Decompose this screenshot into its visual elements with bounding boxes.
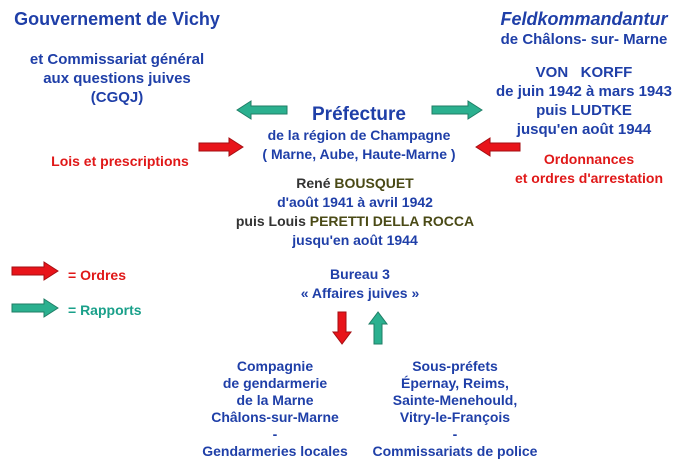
feld-period-1: de juin 1942 à mars 1943 bbox=[496, 83, 672, 100]
sousprefets-line-1: Sous-préfets bbox=[412, 358, 498, 374]
bureau-line-1: Bureau 3 bbox=[330, 266, 390, 282]
bureau-block: Bureau 3 « Affaires juives » bbox=[270, 265, 450, 303]
prefet-1-period: d'août 1941 à avril 1942 bbox=[277, 194, 433, 210]
feld-name-1: VON KORFF bbox=[535, 64, 633, 81]
cgqj-line-3: (CGQJ) bbox=[90, 89, 144, 106]
ordonnances-label: Ordonnances et ordres d'arrestation bbox=[494, 150, 684, 188]
feld-name-2: LUDTKE bbox=[571, 102, 632, 119]
ordonnances-line-1: Ordonnances bbox=[543, 151, 635, 167]
gendarmerie-block: Compagnie de gendarmerie de la Marne Châ… bbox=[180, 358, 370, 460]
gendarmerie-line-2: de gendarmerie bbox=[222, 375, 328, 391]
bureau-line-2: « Affaires juives » bbox=[300, 285, 420, 301]
feld-period-2: jusqu'en août 1944 bbox=[516, 121, 652, 138]
sousprefets-line-6: Commissariats de police bbox=[372, 443, 538, 459]
sousprefets-dash: - bbox=[452, 426, 458, 442]
vichy-block: Gouvernement de Vichy et Commissariat gé… bbox=[4, 8, 230, 107]
report-arrow-to-vichy bbox=[236, 100, 288, 120]
prefecture-line-1: de la région de Champagne bbox=[267, 127, 451, 143]
sousprefets-line-2: Épernay, Reims, bbox=[401, 375, 509, 391]
report-arrow-up bbox=[368, 311, 388, 345]
lois-label: Lois et prescriptions bbox=[51, 153, 189, 169]
gendarmerie-dash: - bbox=[272, 426, 278, 442]
feld-title: Feldkommandantur bbox=[500, 9, 668, 29]
sousprefets-block: Sous-préfets Épernay, Reims, Sainte-Mene… bbox=[360, 358, 550, 460]
legend-orders-label: = Ordres bbox=[68, 267, 126, 283]
feld-name-2-prefix: puis bbox=[536, 102, 572, 119]
gendarmerie-line-1: Compagnie bbox=[236, 358, 314, 374]
legend-reports-label: = Rapports bbox=[68, 302, 142, 318]
prefecture-block: Préfecture de la région de Champagne ( M… bbox=[250, 104, 468, 164]
prefet-2-period: jusqu'en août 1944 bbox=[292, 232, 418, 248]
cgqj-line-1: et Commissariat général bbox=[29, 51, 205, 68]
prefecture-title: Préfecture bbox=[312, 104, 406, 125]
report-arrow-to-feldkommandantur bbox=[431, 100, 483, 120]
feldkommandantur-block: Feldkommandantur de Châlons- sur- Marne … bbox=[480, 8, 688, 139]
prefet-2-name: puis Louis PERETTI DELLA ROCCA bbox=[220, 212, 490, 231]
order-arrow-down bbox=[332, 311, 352, 345]
order-arrow-from-feldkommandantur bbox=[475, 137, 521, 157]
legend-reports-arrow bbox=[11, 298, 59, 318]
order-arrow-from-vichy bbox=[198, 137, 244, 157]
feld-subtitle: de Châlons- sur- Marne bbox=[500, 31, 668, 48]
gendarmerie-line-4: Châlons-sur-Marne bbox=[211, 409, 339, 425]
prefets-block: René BOUSQUET d'août 1941 à avril 1942 p… bbox=[220, 174, 490, 250]
prefet-2-lastname: PERETTI DELLA ROCCA bbox=[309, 213, 475, 229]
prefecture-line-2: ( Marne, Aube, Haute-Marne ) bbox=[262, 146, 456, 162]
ordonnances-line-2: et ordres d'arrestation bbox=[514, 170, 664, 186]
prefet-2-prefix: puis Louis bbox=[235, 213, 310, 229]
prefet-1-name: René BOUSQUET bbox=[220, 174, 490, 193]
sousprefets-line-3: Sainte-Menehould, bbox=[392, 392, 518, 408]
sousprefets-line-4: Vitry-le-François bbox=[399, 409, 511, 425]
gendarmerie-line-3: de la Marne bbox=[236, 392, 314, 408]
prefet-1-lastname: BOUSQUET bbox=[334, 175, 414, 191]
cgqj-line-2: aux questions juives bbox=[43, 70, 191, 87]
prefet-1-firstname: René bbox=[296, 175, 335, 191]
gendarmerie-line-6: Gendarmeries locales bbox=[202, 443, 348, 459]
legend-orders-arrow bbox=[11, 261, 59, 281]
vichy-title: Gouvernement de Vichy bbox=[14, 9, 220, 29]
feld-name-2-line: puis LUDTKE bbox=[480, 101, 688, 120]
